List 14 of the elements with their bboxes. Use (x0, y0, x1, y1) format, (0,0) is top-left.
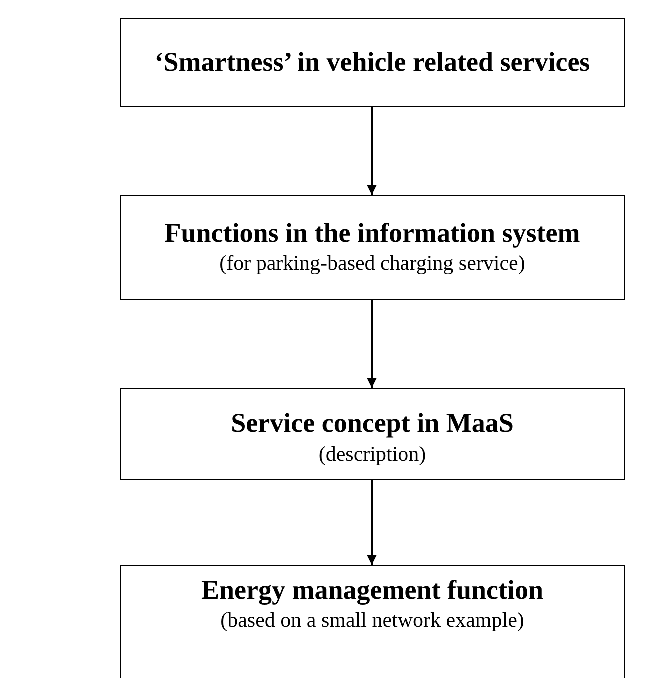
arrow (367, 107, 377, 195)
box-subtitle: (description) (318, 440, 426, 468)
box-title: ‘Smartness’ in vehicle related services (154, 46, 590, 79)
process-box (120, 388, 625, 480)
box-title: Energy management function (202, 574, 544, 606)
arrow (367, 480, 377, 565)
process-box (120, 195, 625, 300)
box-title: Functions in the information system (164, 216, 580, 249)
arrow (367, 300, 377, 388)
process-box (120, 18, 625, 107)
box-subtitle: (based on a small network example) (220, 607, 524, 634)
box-subtitle: (for parking-based charging service) (220, 250, 526, 277)
box-title: Service concept in MaaS (231, 407, 514, 440)
process-box (120, 565, 625, 678)
